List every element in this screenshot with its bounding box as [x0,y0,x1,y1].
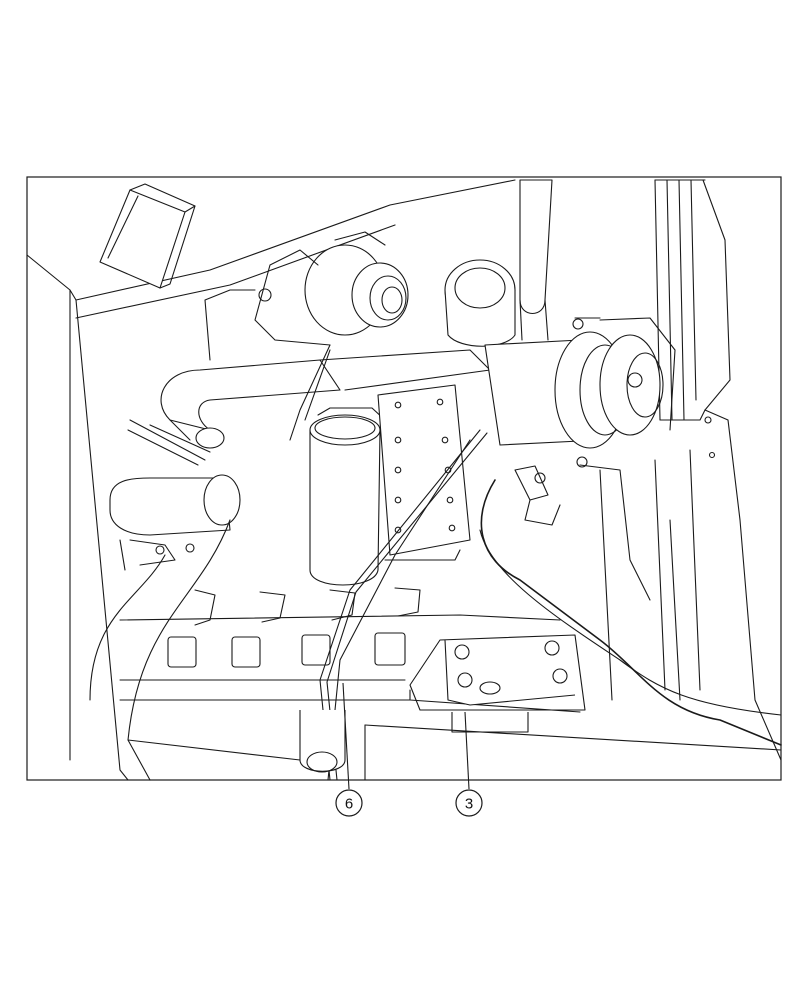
callout-circle-6 [335,789,363,817]
callout-circle-3 [455,789,483,817]
illustration-frame [26,176,782,781]
callout-label-6: 6 [345,796,353,813]
callout-3: 3 [455,711,483,817]
leader-line-3 [464,711,470,790]
engine-line-art [26,179,782,781]
callout-6: 6 [335,682,363,817]
leader-line-6 [342,682,350,790]
callout-label-3: 3 [465,796,473,813]
